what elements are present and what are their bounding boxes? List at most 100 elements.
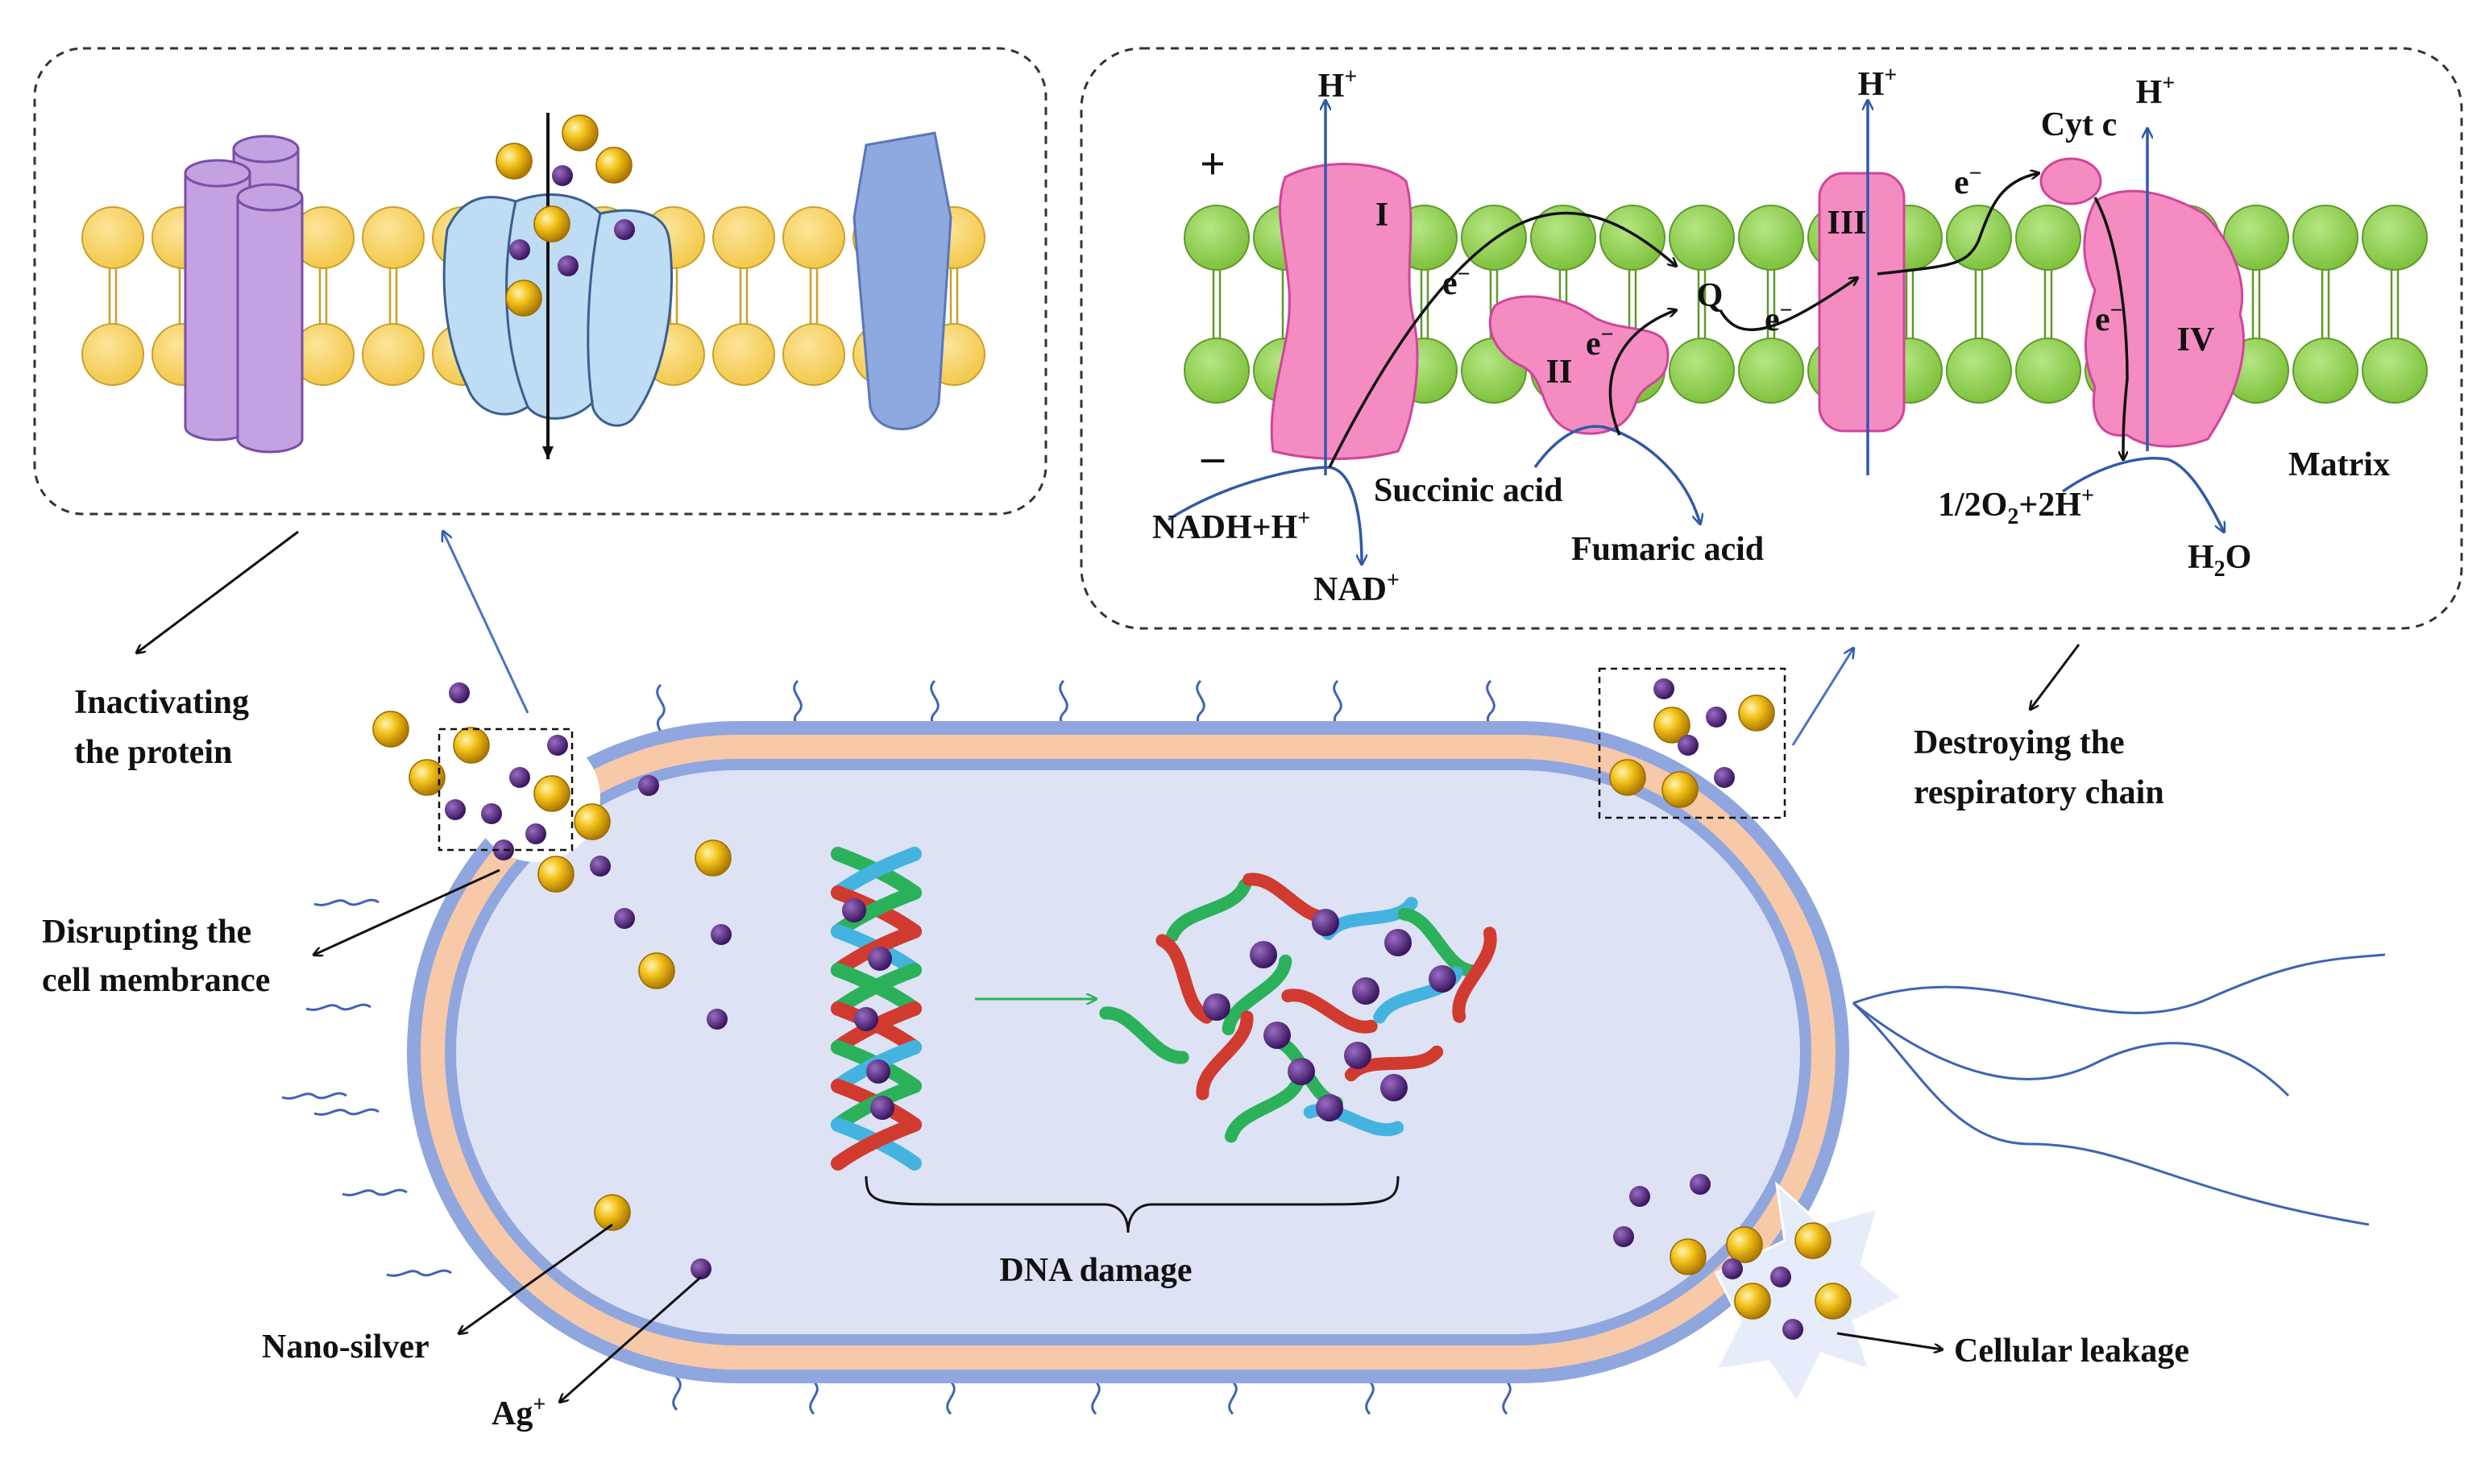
silver-ion	[1384, 929, 1412, 956]
nano-silver-particle	[505, 280, 542, 317]
silver-ion	[481, 803, 502, 824]
silver-ion	[1380, 1074, 1408, 1101]
silver-ion	[552, 165, 573, 186]
dna-fragment	[1281, 989, 1378, 1034]
nano-silver-particle	[1653, 707, 1690, 744]
svg-text:+: +	[1200, 139, 1226, 189]
complex-i: I	[1270, 163, 1419, 460]
nano-silver-particle	[533, 775, 570, 812]
fumaric-acid-label: Fumaric acid	[1571, 531, 1764, 568]
silver-ion	[1203, 993, 1230, 1021]
pilus	[386, 1269, 452, 1277]
water-label: H2O	[2188, 539, 2251, 582]
nano-silver-particle	[1815, 1283, 1852, 1320]
electron-label-5: e−	[2095, 298, 2123, 338]
nano-silver-particle	[574, 803, 611, 840]
silver-ion	[1706, 707, 1727, 727]
lipid-head	[2015, 338, 2081, 404]
dna-strand	[831, 1117, 922, 1171]
channel-protein-purple	[184, 135, 304, 454]
dna-fragment	[1397, 907, 1479, 978]
silver-ion	[509, 767, 530, 788]
dna-fragment	[1165, 878, 1252, 943]
nano-silver-particle	[496, 143, 533, 180]
nano-silver-particle	[595, 147, 633, 184]
complex-iii: III	[1818, 172, 1906, 433]
lipid-head	[1599, 205, 1666, 271]
silver-ion	[1288, 1058, 1315, 1085]
svg-text:I: I	[1375, 197, 1388, 234]
nano-silver-particle	[1661, 771, 1699, 808]
electron-transfer-path	[1328, 173, 2129, 468]
oxygen-label: 1/2O2+2H+	[1938, 483, 2094, 529]
h-plus-1: H+	[1318, 64, 1358, 105]
nano-silver-particle	[594, 1194, 631, 1231]
silver-ion	[1678, 735, 1699, 756]
electron-label-1: e−	[1442, 262, 1471, 302]
cyt-c-label: Cyt c	[2041, 106, 2117, 143]
svg-text:III: III	[1827, 205, 1866, 242]
silver-ion	[1722, 1258, 1743, 1279]
silver-ion	[449, 682, 470, 703]
protein-panel-particles	[496, 114, 635, 317]
complex-ii: II	[1488, 295, 1670, 435]
lipid-head	[1669, 338, 1735, 404]
lipid-head	[1184, 338, 1250, 404]
nano-silver-particle	[1794, 1222, 1831, 1259]
lipid-head	[1738, 338, 1804, 404]
silver-ion	[1316, 1094, 1343, 1121]
dna-damage-label: DNA damage	[999, 1252, 1192, 1289]
dna-fragment	[1344, 1045, 1444, 1082]
dna-damage-bracket	[865, 1175, 1400, 1233]
cytoplasm	[456, 770, 1800, 1334]
matrix-label: Matrix	[2288, 446, 2390, 483]
silver-ion	[711, 924, 732, 945]
lipid-head	[2292, 205, 2358, 271]
silver-ion	[638, 775, 659, 796]
respiratory-chain-labels: + – H+ H+ H+ Cyt c Q e− e− e− e− e− NADH…	[1152, 63, 2390, 608]
silver-ion	[509, 239, 530, 260]
silver-ion	[1770, 1266, 1791, 1287]
svg-text:IV: IV	[2177, 321, 2215, 359]
electron-label-2: e−	[1586, 322, 1614, 363]
lipid-head	[712, 323, 775, 386]
pilus	[305, 1003, 371, 1011]
silver-ion	[614, 908, 635, 929]
silver-ion	[1613, 1226, 1634, 1247]
channel-protein-blue	[852, 131, 952, 431]
silver-ion	[1629, 1186, 1650, 1207]
silver-ion	[1352, 977, 1379, 1005]
silver-ion	[445, 799, 466, 820]
dna-fragment	[1155, 934, 1213, 1024]
protein-panel	[33, 47, 1047, 516]
silver-ion	[691, 1258, 711, 1279]
lipid-head	[81, 323, 144, 386]
disrupting-label-2: cell membrance	[42, 962, 270, 999]
membrane-zoom-box	[438, 727, 574, 852]
destroying-label-1: Destroying the	[1914, 724, 2125, 761]
nano-silver-particle	[1738, 694, 1775, 732]
silver-ion	[1714, 767, 1735, 788]
mechanism-labels: Inactivating the protein Disrupting the …	[42, 684, 2189, 1432]
nano-silver-particle	[695, 839, 732, 877]
electron-label-4: e−	[1954, 161, 1982, 201]
pilus	[281, 1092, 347, 1100]
cellular-leakage-label: Cellular leakage	[1954, 1333, 2189, 1370]
flagellum	[1852, 953, 2386, 1226]
silver-ion	[1429, 965, 1456, 993]
lipid-head	[782, 323, 845, 386]
substrate-arcs	[1168, 425, 2224, 564]
complex-iv: IV	[2083, 189, 2245, 448]
lipid-head	[2362, 205, 2428, 271]
silver-ion	[1312, 909, 1339, 936]
silver-ion	[547, 735, 568, 756]
inactivating-label-2: the protein	[74, 734, 232, 771]
bacterium-cell	[281, 679, 2386, 1416]
nano-silver-label: Nano-silver	[262, 1329, 429, 1366]
lipid-head	[2362, 338, 2428, 404]
lipid-head	[1738, 205, 1804, 271]
dna-fragmented	[1099, 873, 1497, 1143]
silver-ion	[707, 1009, 728, 1030]
silver-ion	[866, 1059, 890, 1084]
proton-pump-arrows	[1325, 101, 2147, 475]
